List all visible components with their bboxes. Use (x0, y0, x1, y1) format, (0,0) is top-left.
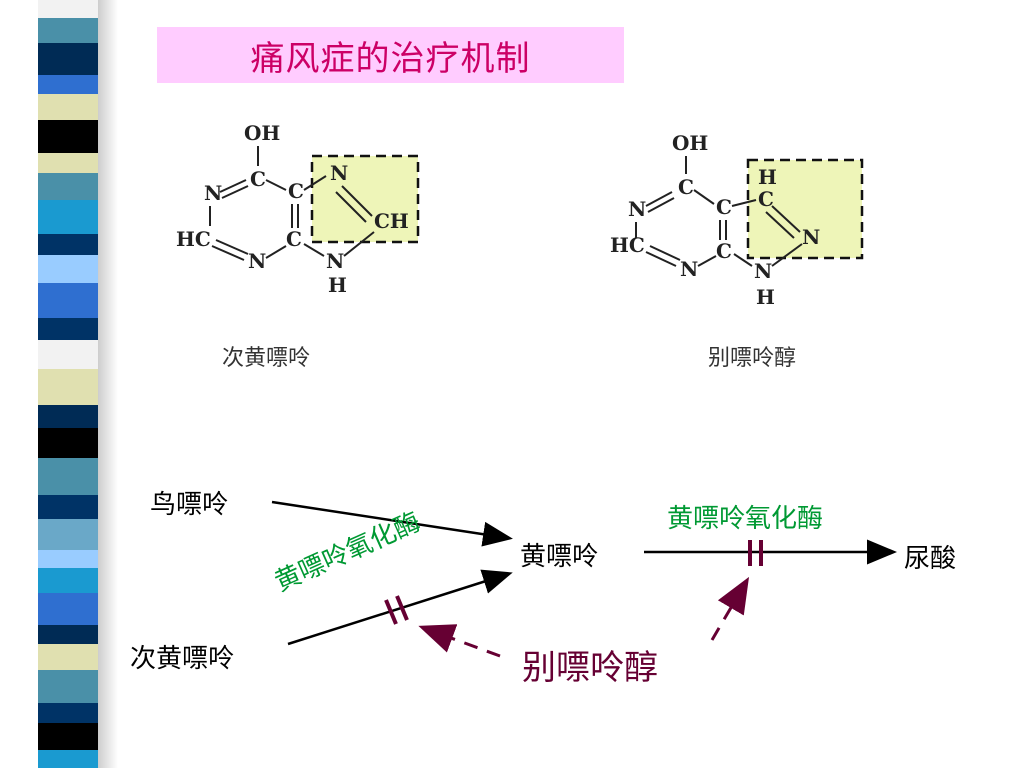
atom-nh-n: N (754, 259, 772, 283)
strip-block (38, 750, 98, 768)
label-enzyme-top: 黄嘌呤氧化酶 (667, 504, 824, 534)
label-uric-acid: 尿酸 (904, 544, 957, 574)
atom-n-ring: N (802, 225, 820, 249)
caption-allopurinol: 别嘌呤醇 (708, 346, 797, 371)
atom-ch-ring: CH (374, 209, 409, 233)
atom-oh: OH (244, 121, 280, 145)
strip-blocks (38, 0, 98, 768)
slide-title: 痛风症的治疗机制 (250, 38, 531, 79)
arrow-hypoxanthine-to-xanthine (287, 569, 513, 646)
strip-block (38, 0, 98, 18)
highlight-box (310, 154, 420, 244)
atom-oh: OH (672, 131, 708, 155)
strip-block (38, 153, 98, 173)
strip-block (38, 550, 98, 568)
caption-hypoxanthine: 次黄嘌呤 (222, 346, 311, 371)
strip-block (38, 405, 98, 428)
strip-block (38, 94, 98, 120)
atom-n-left: N (628, 197, 646, 221)
atom-hc: HC (176, 227, 211, 251)
label-hypoxanthine: 次黄嘌呤 (130, 644, 235, 674)
strip-block (38, 568, 98, 593)
strip-block (38, 255, 98, 283)
atom-c-low: C (286, 227, 302, 251)
strip-block (38, 458, 98, 495)
strip-block (38, 283, 98, 318)
strip-block (38, 200, 98, 234)
strip-block (38, 703, 98, 723)
atom-n-left: N (204, 181, 222, 205)
strip-block (38, 120, 98, 153)
atom-c-ring: C (758, 187, 774, 211)
strip-block (38, 644, 98, 670)
atom-n-bottom: N (680, 257, 698, 281)
atom-nh-h: H (328, 273, 347, 297)
molecule-allopurinol: OH C N C H C N HC C N N H (610, 131, 864, 309)
strip-block (38, 723, 98, 750)
strip-block (38, 625, 98, 644)
strip-block (38, 75, 98, 94)
strip-block (38, 340, 98, 369)
strip-block (38, 670, 98, 703)
atom-c-top: C (250, 167, 266, 191)
label-guanine: 鸟嘌呤 (150, 490, 229, 520)
strip-block (38, 18, 98, 43)
inhibition-mark-diag (384, 595, 409, 625)
atom-nh-n: N (326, 249, 344, 273)
atom-c-mid: C (716, 195, 732, 219)
atom-n-bottom: N (248, 249, 266, 273)
decorative-side-strip (0, 0, 118, 768)
strip-block (38, 43, 98, 75)
atom-c-top: C (678, 175, 694, 199)
strip-shadow (96, 0, 118, 768)
strip-block (38, 428, 98, 458)
strip-block (38, 593, 98, 625)
strip-block (38, 519, 98, 550)
strip-block (38, 234, 98, 255)
dashed-arrow-to-top-enzyme (710, 576, 750, 641)
inhibition-mark-top (748, 540, 763, 566)
strip-block (38, 173, 98, 200)
label-allopurinol-inhibitor: 别嘌呤醇 (522, 648, 658, 688)
highlight-box (746, 158, 864, 260)
label-xanthine: 黄嘌呤 (520, 542, 599, 572)
slide-title-box: 痛风症的治疗机制 (157, 27, 624, 83)
dashed-arrow-to-diag-enzyme (418, 624, 501, 658)
molecule-hypoxanthine: OH C N C N CH HC C N N H (176, 121, 420, 297)
strip-block (38, 369, 98, 405)
arrow-guanine-to-xanthine (271, 500, 513, 547)
atom-c-mid: C (288, 179, 304, 203)
atom-n-ring: N (330, 161, 348, 185)
strip-block (38, 495, 98, 519)
strip-block (38, 318, 98, 340)
atom-h-ring: H (758, 165, 777, 189)
atom-hc: HC (610, 233, 645, 257)
atom-c-low: C (716, 239, 732, 263)
atom-nh-h: H (756, 285, 775, 309)
